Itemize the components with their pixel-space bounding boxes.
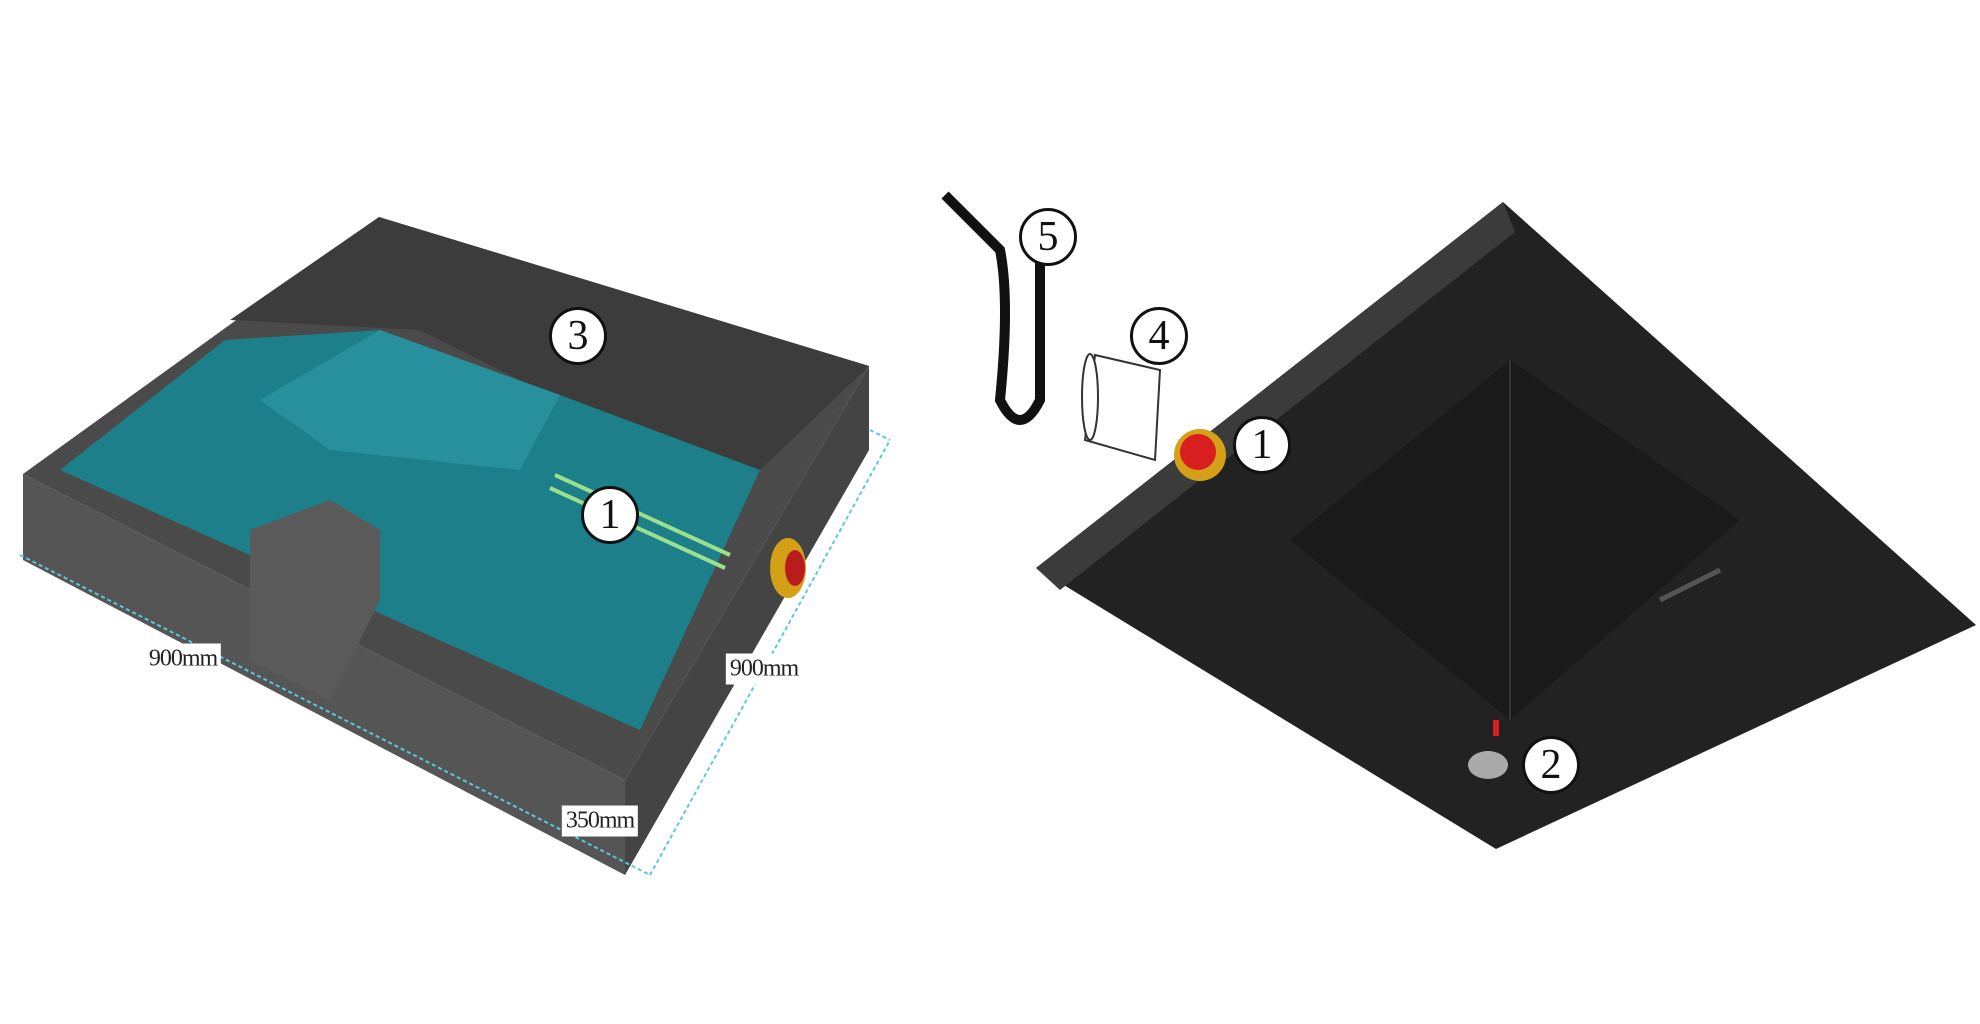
dim-line-height — [869, 429, 891, 441]
tank-top-view — [23, 217, 869, 875]
valve-red — [785, 550, 805, 586]
tank-edge-band — [1036, 202, 1515, 590]
callout-4: 4 — [1130, 307, 1188, 365]
measuring-cup-accessory — [1081, 353, 1162, 462]
callout-5: 5 — [1019, 208, 1077, 266]
hose-accessory — [941, 191, 1045, 425]
callout-3: 3 — [549, 307, 607, 365]
dimension-height-label: 350mm — [561, 805, 639, 837]
tank-bottom-view — [1036, 202, 1976, 849]
dimension-depth-label: 900mm — [725, 653, 803, 685]
water-highlight — [260, 330, 560, 470]
callout-2: 2 — [1522, 736, 1580, 794]
drain-filter — [1468, 751, 1508, 779]
dim-line-width — [19, 554, 651, 876]
heater-element — [554, 473, 731, 557]
water-surface — [60, 330, 760, 730]
dimension-width-label: 900mm — [144, 643, 222, 675]
heater-element-return — [549, 486, 726, 570]
tank-raised-panel — [1290, 360, 1740, 720]
center-block — [250, 500, 380, 700]
drain-indicator — [1493, 720, 1499, 736]
callout-1-right: 1 — [1233, 416, 1291, 474]
tank-highlight — [1658, 567, 1722, 603]
inlet-valve — [1180, 434, 1216, 470]
tank-front-side — [625, 366, 869, 875]
callout-1-left: 1 — [581, 486, 639, 544]
